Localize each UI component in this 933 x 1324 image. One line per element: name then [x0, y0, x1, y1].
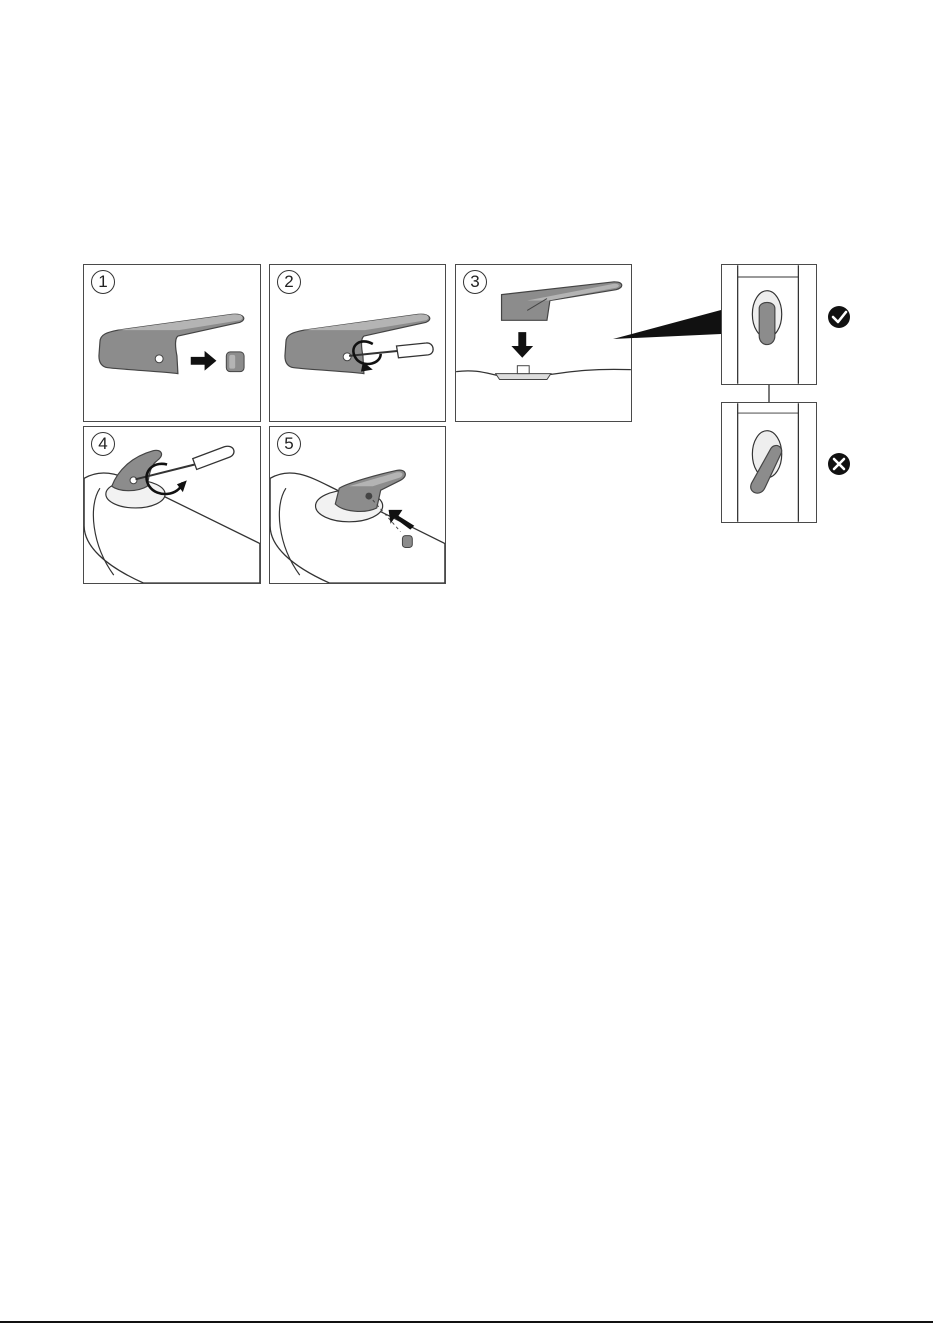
step-number: 5 — [277, 432, 301, 456]
step-1-panel: 1 — [83, 264, 261, 422]
lever-handle-vertical — [759, 302, 775, 344]
step-3-panel: 3 — [455, 264, 632, 422]
step-number: 1 — [91, 270, 115, 294]
arrow-right-icon — [191, 351, 217, 371]
screwdriver-handle — [193, 446, 234, 469]
footer-rule — [0, 1321, 933, 1323]
incorrect-orientation-illustration — [722, 403, 816, 522]
check-icon — [828, 306, 850, 328]
step-number: 2 — [277, 270, 301, 294]
incorrect-orientation-panel — [721, 402, 817, 523]
step-5-panel: 5 — [269, 426, 446, 584]
correct-orientation-illustration — [722, 265, 816, 384]
screw-hole — [155, 355, 163, 363]
screw-cap — [402, 536, 412, 548]
step-2-panel: 2 — [269, 264, 446, 422]
step-4-panel: 4 — [83, 426, 261, 584]
correct-orientation-panel — [721, 264, 817, 385]
mounting-base — [496, 374, 551, 380]
step-number: 4 — [91, 432, 115, 456]
cross-icon — [828, 453, 850, 475]
arrow-down-icon — [511, 332, 533, 358]
step-number: 3 — [463, 270, 487, 294]
screwdriver-handle — [397, 343, 434, 358]
